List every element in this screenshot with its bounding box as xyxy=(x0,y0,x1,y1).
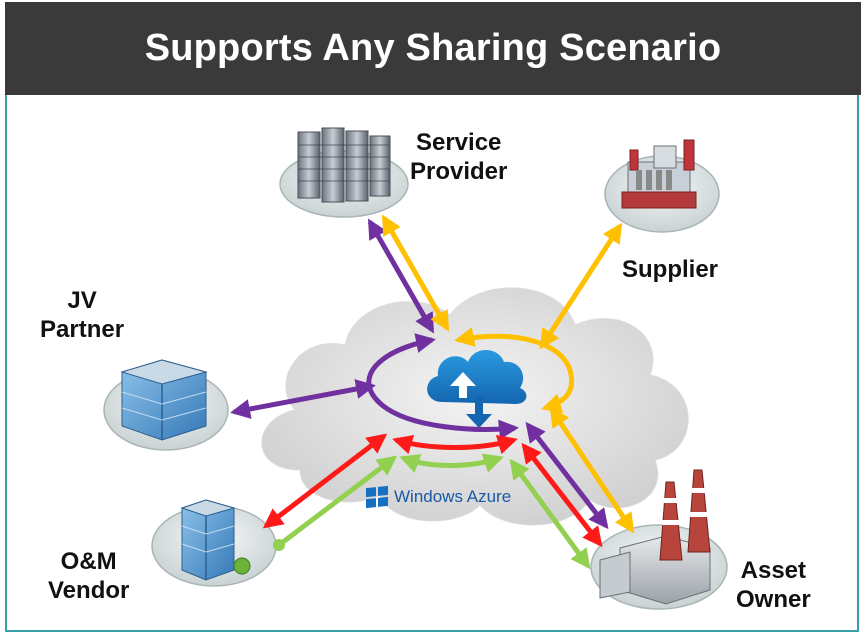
factory-icon xyxy=(621,139,697,209)
jv-partner-label-line1: JV xyxy=(67,287,97,314)
om-vendor-label: O&M Vendor xyxy=(48,547,129,605)
azure-label: Windows Azure xyxy=(394,487,512,506)
windows-logo-icon xyxy=(366,485,388,509)
diagram-frame xyxy=(5,95,859,632)
azure-branding: Windows Azure xyxy=(366,485,512,509)
service-provider-label: Service Provider xyxy=(410,128,507,186)
om-vendor-label-line1: O&M xyxy=(60,548,117,575)
red-loop xyxy=(392,434,518,455)
purple-arrow-jv-partner xyxy=(230,379,376,419)
supplier-label: Supplier xyxy=(622,255,718,284)
yellow-arrow-supplier xyxy=(539,222,623,350)
slide-title: Supports Any Sharing Scenario xyxy=(144,27,722,69)
service-provider-label-line1: Service xyxy=(415,129,502,156)
asset-owner-label-line2: Owner xyxy=(736,586,811,613)
red-arrow-om-vendor xyxy=(262,433,388,529)
jv-partner-label-line2: Partner xyxy=(40,316,125,343)
jv-partner-label: JV Partner xyxy=(40,286,124,344)
power-plant-icon xyxy=(599,469,711,605)
supplier-label-line1: Supplier xyxy=(622,256,719,283)
green-connector-dot xyxy=(273,539,285,551)
green-arrow-om-vendor xyxy=(277,455,398,547)
om-vendor-label-line2: Vendor xyxy=(48,577,130,604)
purple-loop xyxy=(366,333,519,440)
title-bar: Supports Any Sharing Scenario xyxy=(5,2,861,95)
office-building-icon xyxy=(120,359,208,441)
yellow-arrow-service-provider xyxy=(381,214,450,332)
asset-owner-label-line1: Asset xyxy=(740,557,807,584)
green-loop xyxy=(399,453,504,473)
asset-owner-label: Asset Owner xyxy=(736,556,811,614)
office-towers-icon xyxy=(297,127,391,203)
green-arrow-asset-owner xyxy=(509,458,591,570)
service-provider-label-line2: Provider xyxy=(410,158,508,185)
office-building-icon xyxy=(180,499,251,581)
yellow-loop xyxy=(454,327,574,413)
